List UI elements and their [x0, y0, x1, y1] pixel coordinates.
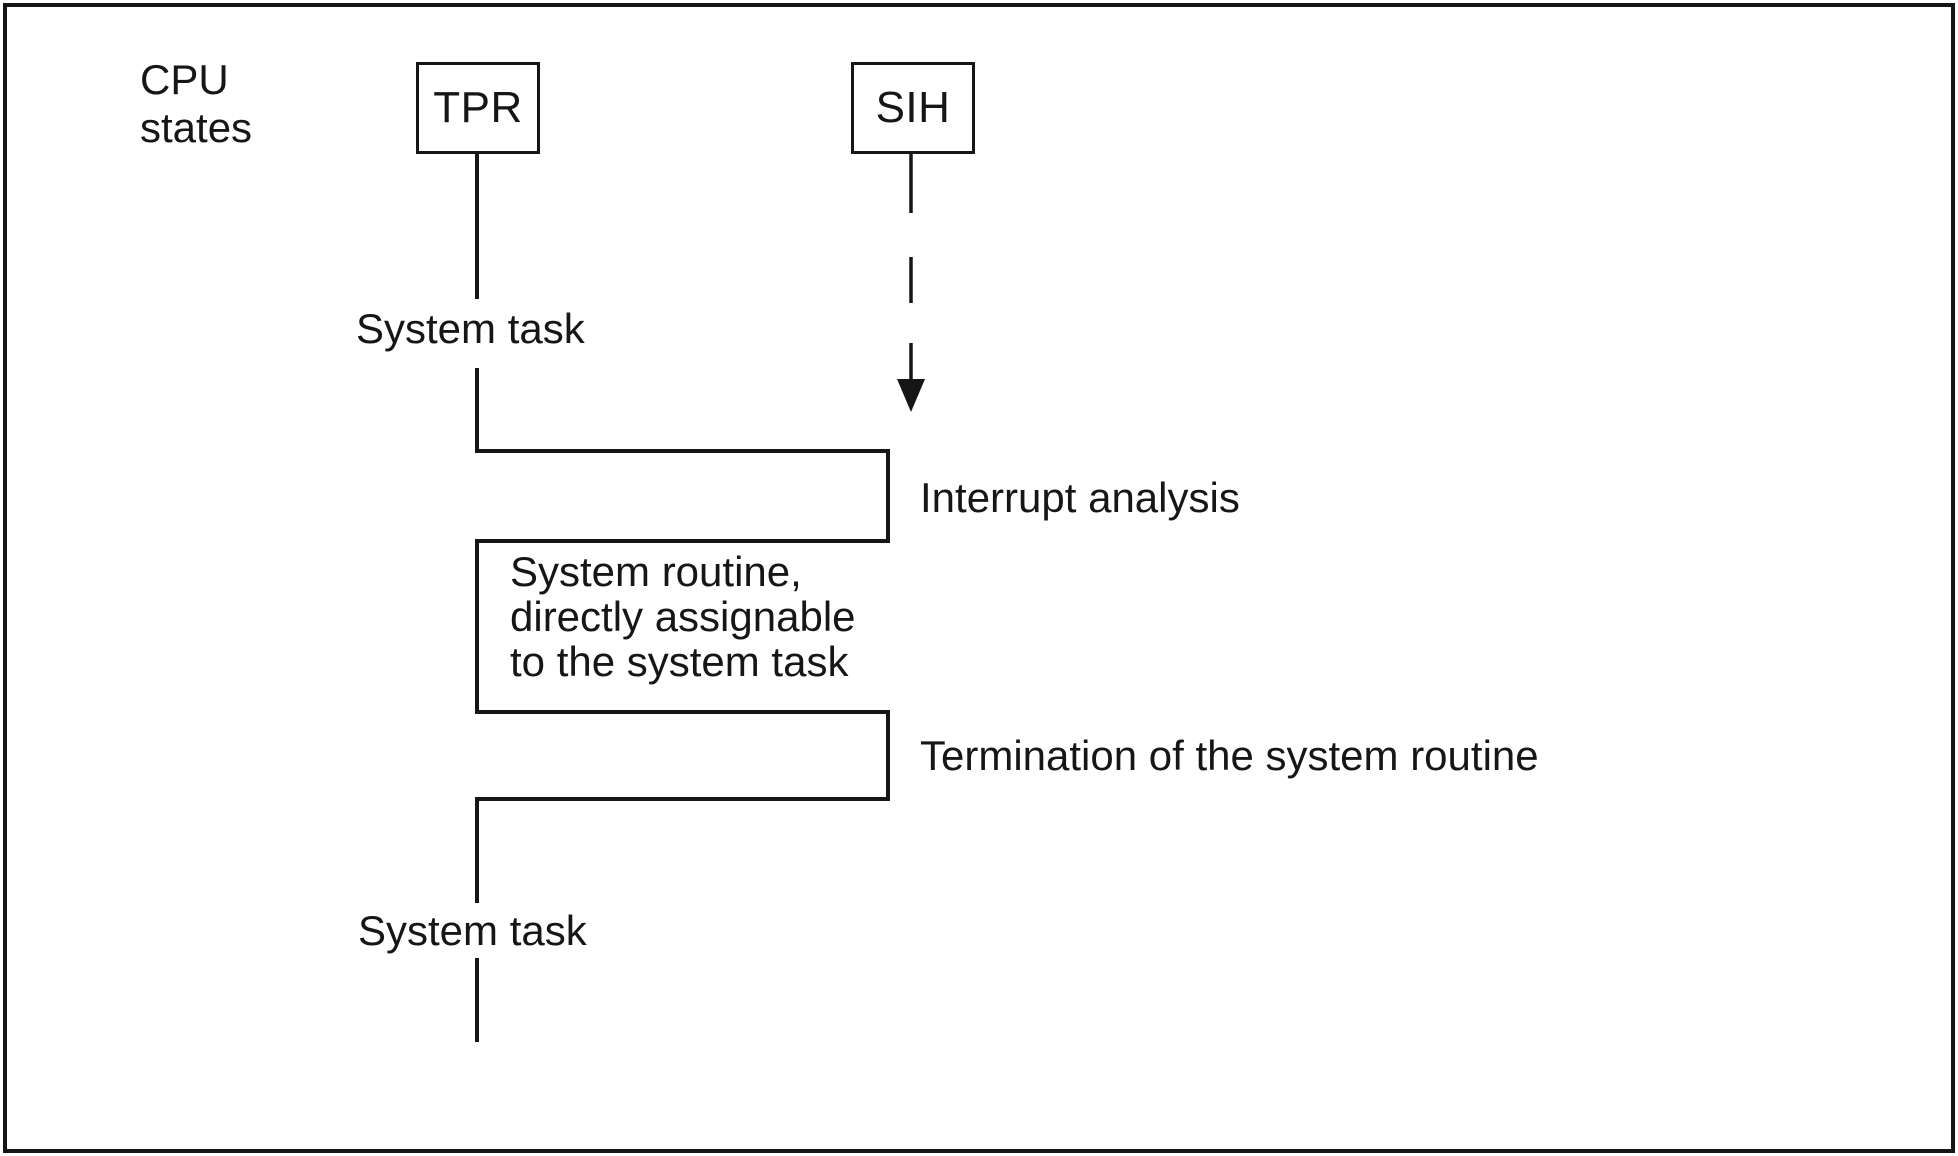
cpu-states-title: CPU states: [140, 56, 253, 151]
system-routine-label: System routine, directly assignable to t…: [510, 548, 856, 685]
cpu-state-step-path: [475, 368, 890, 903]
interrupt-analysis-label: Interrupt analysis: [920, 474, 1240, 521]
system-task-top-label: System task: [356, 305, 585, 352]
termination-label: Termination of the system routine: [920, 732, 1539, 779]
sih-box-label: SIH: [875, 83, 951, 132]
system-task-bottom-label: System task: [358, 907, 587, 954]
sih-box: SIH: [851, 62, 975, 154]
tpr-box: TPR: [416, 62, 540, 154]
sih-arrowhead-down-icon: [897, 379, 925, 412]
tpr-box-label: TPR: [433, 83, 523, 132]
